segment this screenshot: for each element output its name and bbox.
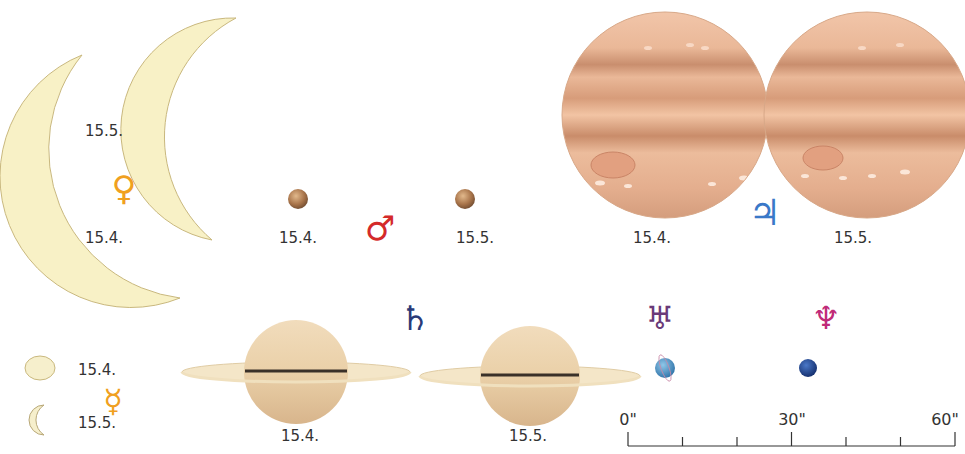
date-label: 15.4. [78,363,116,378]
scale-label: 60" [931,412,959,428]
date-label: 15.4. [281,429,319,444]
date-label: 15.5. [509,429,547,444]
scale-label: 30" [778,412,806,428]
planet-symbol: ♄ [400,301,430,335]
planet-symbol: ♂ [365,211,395,245]
date-label: 15.5. [834,231,872,246]
planet-symbol: ☿ [103,385,123,417]
planet-symbol: ♃ [749,195,781,231]
date-label: 15.4. [279,231,317,246]
planet-symbol: ♀ [112,171,137,205]
date-label: 15.5. [78,416,116,431]
planet-symbol: ♅ [646,302,675,334]
date-label: 15.4. [633,231,671,246]
date-label: 15.5. [85,124,123,139]
scale-label: 0" [619,412,637,428]
date-label: 15.5. [456,231,494,246]
date-label: 15.4. [85,231,123,246]
planet-symbol: ♆ [812,302,841,334]
